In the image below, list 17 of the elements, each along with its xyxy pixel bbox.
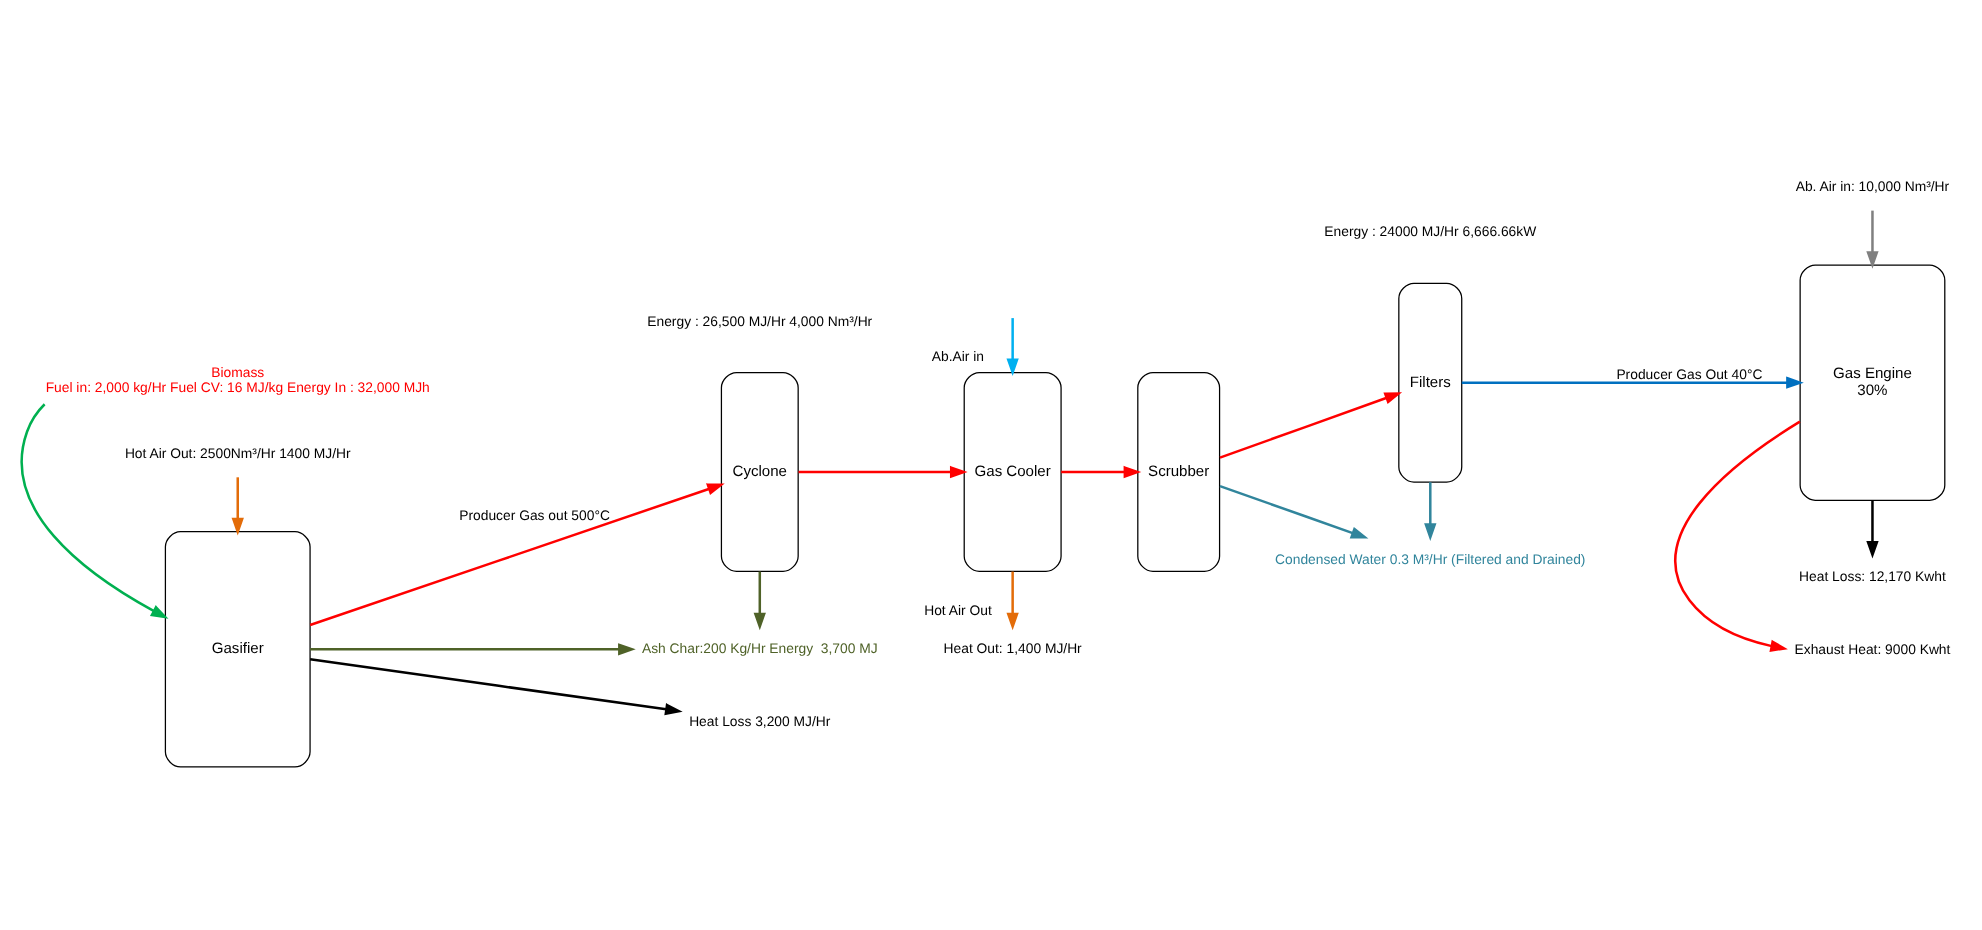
arrow [20,402,169,618]
arrow [1674,419,1801,651]
arrow [1424,481,1437,540]
arrow [310,642,636,655]
arrow [798,464,968,478]
arrow [1219,391,1403,458]
arrow [309,657,683,715]
arrow [1866,499,1879,558]
arrow [1006,317,1019,376]
arrow [1061,464,1142,478]
arrow [1006,570,1019,630]
arrow [1866,209,1879,268]
arrow [1219,483,1369,538]
arrow [1461,375,1804,388]
arrow [309,482,725,626]
arrow [753,570,766,630]
arrow [231,476,244,535]
